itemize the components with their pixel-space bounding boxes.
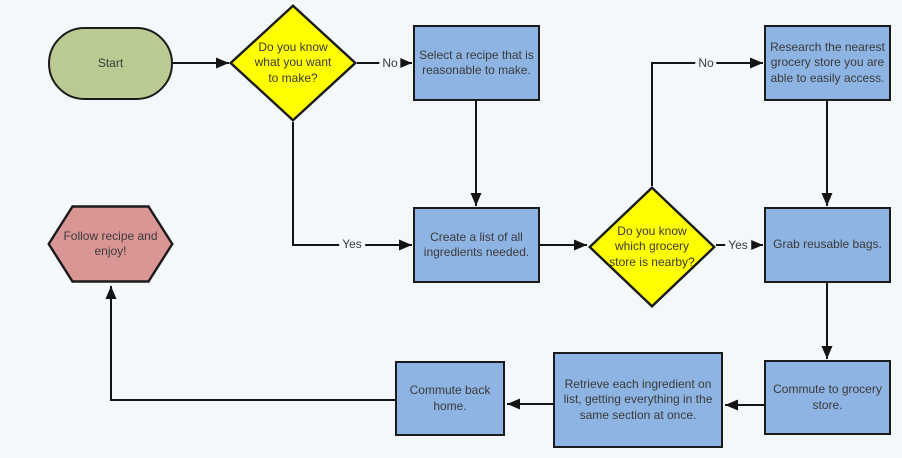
- node-commute-store-label: Commute to grocery store.: [773, 382, 882, 412]
- node-commute-home-label: Commute back home.: [409, 383, 491, 413]
- edge-label-know-store-yes: Yes: [725, 238, 751, 252]
- diamond-shape-icon: [588, 186, 716, 308]
- node-retrieve-ingredients-label: Retrieve each ingredient on list, gettin…: [563, 376, 713, 422]
- edge-label-know-recipe-yes: Yes: [339, 237, 365, 251]
- arrow-commute-home-to-follow-recipe: [105, 286, 395, 401]
- node-decision-know-recipe-label: Do you know what you want to make?: [254, 39, 332, 85]
- node-follow-recipe-label: Follow recipe and enjoy!: [63, 228, 158, 259]
- node-grab-bags-label: Grab reusable bags.: [773, 237, 882, 252]
- edge-label-know-recipe-no: No: [379, 56, 401, 70]
- node-decision-know-store-label: Do you know which grocery store is nearb…: [609, 223, 695, 269]
- node-select-recipe-label: Select a recipe that is reasonable to ma…: [419, 47, 534, 78]
- node-start[interactable]: Start: [48, 27, 173, 100]
- node-commute-store[interactable]: Commute to grocery store.: [764, 360, 891, 435]
- node-select-recipe[interactable]: Select a recipe that is reasonable to ma…: [413, 25, 540, 101]
- arrow-decision1-yes-to-create-list: [292, 122, 412, 251]
- node-research-store[interactable]: Research the nearest grocery store you a…: [764, 25, 891, 101]
- hexagon-shape-icon: [47, 205, 174, 283]
- node-create-list-label: Create a list of all ingredients needed.: [423, 229, 530, 260]
- node-decision-know-recipe[interactable]: Do you know what you want to make?: [229, 4, 357, 122]
- node-retrieve-ingredients[interactable]: Retrieve each ingredient on list, gettin…: [553, 352, 723, 448]
- arrow-decision2-no-to-research-store: [651, 57, 763, 186]
- node-create-list[interactable]: Create a list of all ingredients needed.: [413, 207, 540, 283]
- edge-label-know-store-no: No: [695, 56, 717, 70]
- node-research-store-label: Research the nearest grocery store you a…: [770, 39, 885, 85]
- node-commute-home[interactable]: Commute back home.: [395, 361, 505, 436]
- node-follow-recipe[interactable]: Follow recipe and enjoy!: [47, 205, 174, 283]
- node-start-label: Start: [97, 55, 124, 70]
- node-decision-know-store[interactable]: Do you know which grocery store is nearb…: [588, 186, 716, 308]
- diamond-shape-icon: [229, 4, 357, 122]
- node-grab-bags[interactable]: Grab reusable bags.: [764, 207, 891, 283]
